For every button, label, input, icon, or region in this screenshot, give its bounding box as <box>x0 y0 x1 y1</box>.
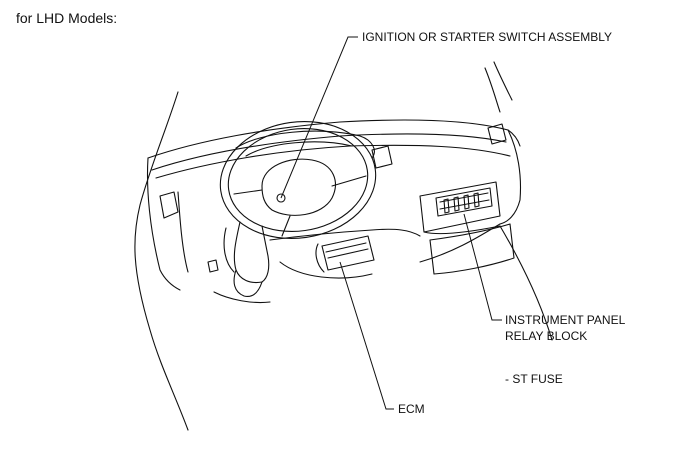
left-vent <box>159 191 179 219</box>
center-panel-face <box>419 181 501 233</box>
left-side-panel <box>177 191 189 273</box>
floor-left <box>213 291 271 304</box>
label-ignition-switch: IGNITION OR STARTER SWITCH ASSEMBLY <box>362 30 613 44</box>
spoke-right <box>331 175 367 187</box>
glovebox <box>429 223 515 275</box>
center-panel-lower <box>423 225 501 235</box>
steering-wheel-rim-inner <box>227 128 369 232</box>
label-ecm: ECM <box>398 402 425 416</box>
center-left-vent <box>371 145 393 169</box>
leader-ignition <box>280 36 358 199</box>
dash-right-end <box>499 129 521 225</box>
spoke-left <box>233 189 263 195</box>
ignition-key <box>276 193 286 203</box>
relay-fuse-1 <box>443 198 450 214</box>
leader-relay-block <box>463 213 502 321</box>
steering-wheel-rim <box>219 120 377 240</box>
column-lower <box>233 269 263 298</box>
relay-fuse-4 <box>473 192 480 208</box>
right-vent <box>487 123 507 145</box>
dashboard-top-inner <box>151 133 507 171</box>
left-a-pillar <box>134 91 189 431</box>
label-relay-block-line1: INSTRUMENT PANEL <box>505 313 626 327</box>
knee-panel <box>279 261 373 279</box>
right-body-line <box>499 225 553 341</box>
right-pillar-inner <box>493 61 513 101</box>
page-title: for LHD Models: <box>16 10 118 26</box>
steering-column <box>233 221 270 284</box>
label-relay-block-line2: RELAY BLOCK <box>505 329 588 343</box>
leader-ecm <box>339 261 394 410</box>
right-a-pillar <box>484 67 501 113</box>
ecm-body <box>321 235 375 271</box>
ecm-bracket <box>315 243 325 273</box>
column-shroud <box>223 227 235 273</box>
relay-fuse-3 <box>463 194 470 210</box>
steering-hub <box>261 158 336 216</box>
label-st-fuse: - ST FUSE <box>505 372 563 386</box>
dash-left-end <box>146 157 181 291</box>
spoke-bottom <box>281 215 291 237</box>
lower-dash <box>269 228 421 241</box>
relay-fuse-2 <box>453 196 460 212</box>
dashboard-top <box>147 119 521 159</box>
relay-block-body <box>435 187 493 217</box>
ecm-face <box>325 242 367 253</box>
small-left-slot <box>207 259 219 273</box>
ecm-face-2 <box>327 248 369 259</box>
cluster-hood-inner <box>245 141 353 157</box>
